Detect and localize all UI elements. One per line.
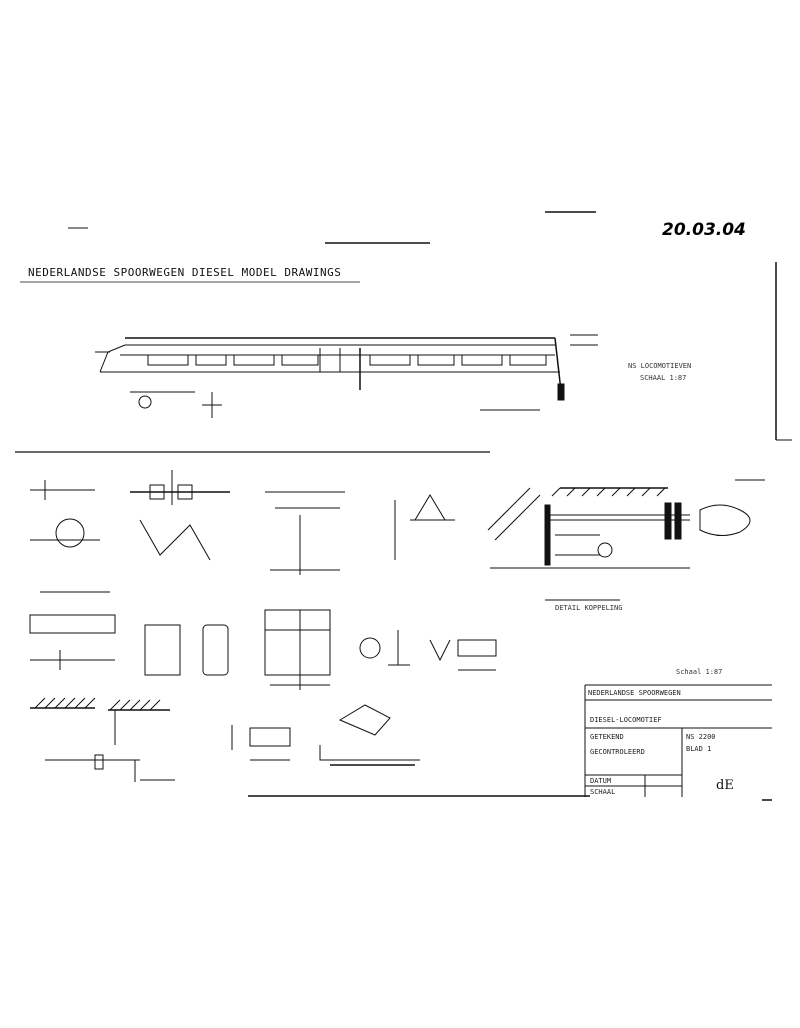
scale-label: Schaal 1:87 (676, 668, 723, 676)
title-block-mark: dE (716, 778, 734, 793)
coupler-detail (487, 479, 765, 601)
detail-caption: DETAIL KOPPELING (555, 604, 623, 612)
title-block-frame (584, 684, 772, 797)
title-block-row-2-left: GECONTROLEERD (590, 748, 645, 756)
detail-sketches-row-2 (29, 591, 497, 690)
sheet-border-marks (20, 211, 792, 801)
locomotive-side-view (95, 334, 598, 418)
title-block-row-1-left: GETEKEND (590, 733, 624, 741)
title-block-row-4-left: SCHAAL (590, 788, 616, 796)
sheet-number: 20.03.04 (662, 220, 746, 240)
detail-sketches-row-3 (30, 697, 420, 782)
side-note-1: NS LOCOMOTIEVEN (628, 362, 692, 370)
title-block-subheading: DIESEL-LOCOMOTIEF (590, 716, 662, 724)
title-block-row-3-left: DATUM (590, 777, 612, 785)
detail-sketches-row-1 (30, 470, 455, 575)
side-note-2: SCHAAL 1:87 (640, 374, 687, 382)
title-block-row-2-right: BLAD 1 (686, 745, 712, 753)
drawing-title: NEDERLANDSE SPOORWEGEN DIESEL MODEL DRAW… (28, 266, 342, 279)
title-block-heading: NEDERLANDSE SPOORWEGEN (588, 689, 681, 697)
title-block-row-1-right: NS 2200 (686, 733, 716, 741)
